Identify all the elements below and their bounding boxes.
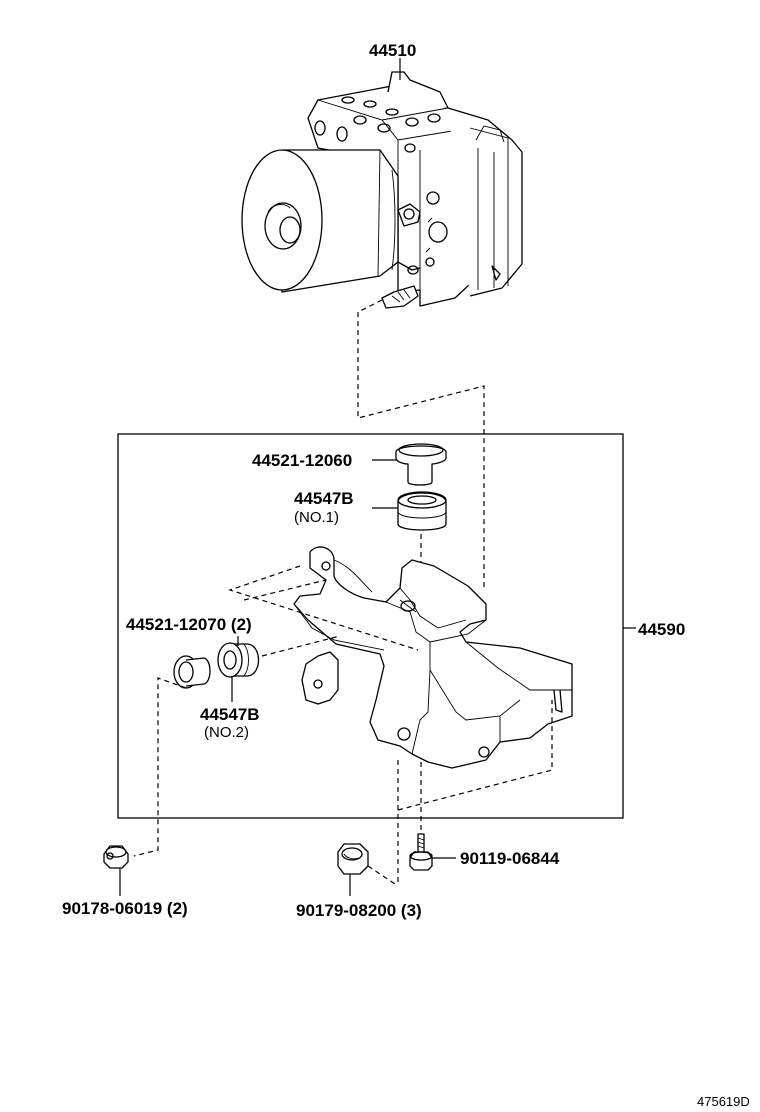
label-bolt-left: 90178-06019 (2) — [62, 899, 188, 918]
nut-center-illustration — [337, 843, 369, 875]
bracket-group-frame — [117, 433, 624, 819]
abs-actuator-illustration — [241, 58, 523, 309]
label-side-collar: 44521-12070 (2) — [126, 615, 252, 634]
label-side-cushion-note: (NO.2) — [204, 724, 249, 741]
side-cushion-illustration — [217, 642, 260, 678]
bolt-left-illustration — [103, 845, 129, 869]
upper-collar-illustration — [395, 443, 447, 486]
side-collar-illustration — [173, 655, 211, 689]
label-abs-actuator: 44510 — [369, 41, 416, 60]
upper-cushion-illustration — [397, 491, 447, 531]
label-bracket-assy: 44590 — [638, 620, 685, 639]
label-side-cushion: 44547B — [200, 705, 260, 724]
figure-id: 475619D — [697, 1094, 750, 1109]
label-bolt-right: 90119-06844 — [460, 849, 560, 868]
bolt-right-illustration — [409, 833, 433, 871]
label-upper-collar: 44521-12060 — [252, 451, 352, 470]
bracket-illustration — [293, 546, 573, 769]
label-nut-center: 90179-08200 (3) — [296, 901, 422, 920]
label-upper-cushion: 44547B — [294, 489, 354, 508]
label-upper-cushion-note: (NO.1) — [294, 509, 339, 526]
